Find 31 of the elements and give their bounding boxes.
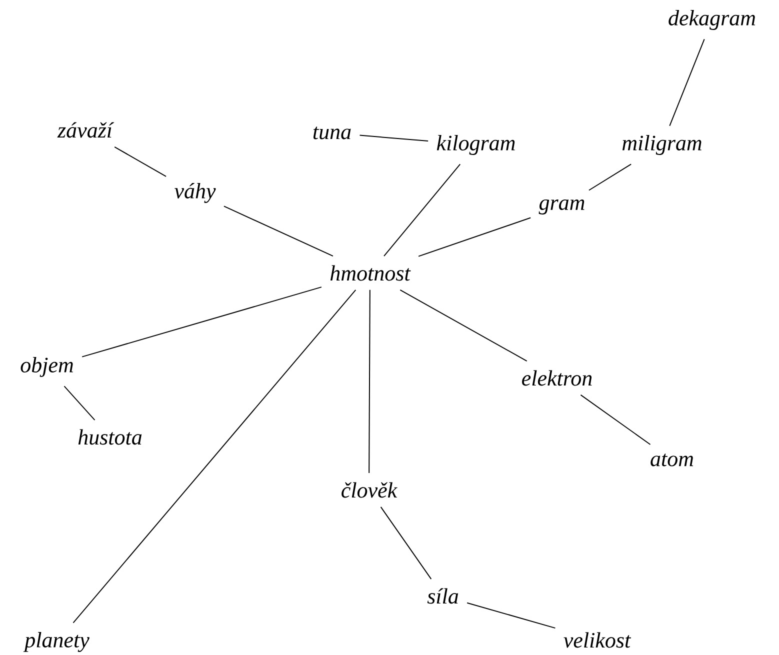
concept-word: síla [427,588,458,604]
connector-line [368,289,370,474]
connector-line [114,146,167,177]
concept-word: váhy [174,182,216,203]
concept-word: miligram [622,135,702,155]
concept-word: gram [538,199,584,215]
concept-word: tuna [313,126,351,140]
concept-word: hmotnost [330,265,411,281]
connector-line [669,38,705,126]
connector-line [384,164,461,257]
connector-line [466,602,556,629]
concept-word: atom [650,454,694,466]
concept-word: závaží [57,122,114,138]
concept-word: hustota [78,429,142,445]
connector-line [380,506,432,580]
connector-line [580,394,651,445]
concept-word: kilogram [436,135,515,155]
concept-word: velikost [564,632,632,648]
connector-line [72,289,356,624]
connector-line [400,289,528,362]
concept-word: člověk [342,482,398,498]
connector-line [418,217,532,257]
connector-line [64,386,96,421]
connector-line [223,206,334,257]
connector-line [82,286,322,358]
connector-line [359,134,429,142]
concept-word: elektron [522,370,592,386]
concept-word: dekagram [668,10,756,30]
concept-word: planety [23,632,90,652]
concept-word: objem [20,357,73,377]
connector-line [588,164,632,191]
